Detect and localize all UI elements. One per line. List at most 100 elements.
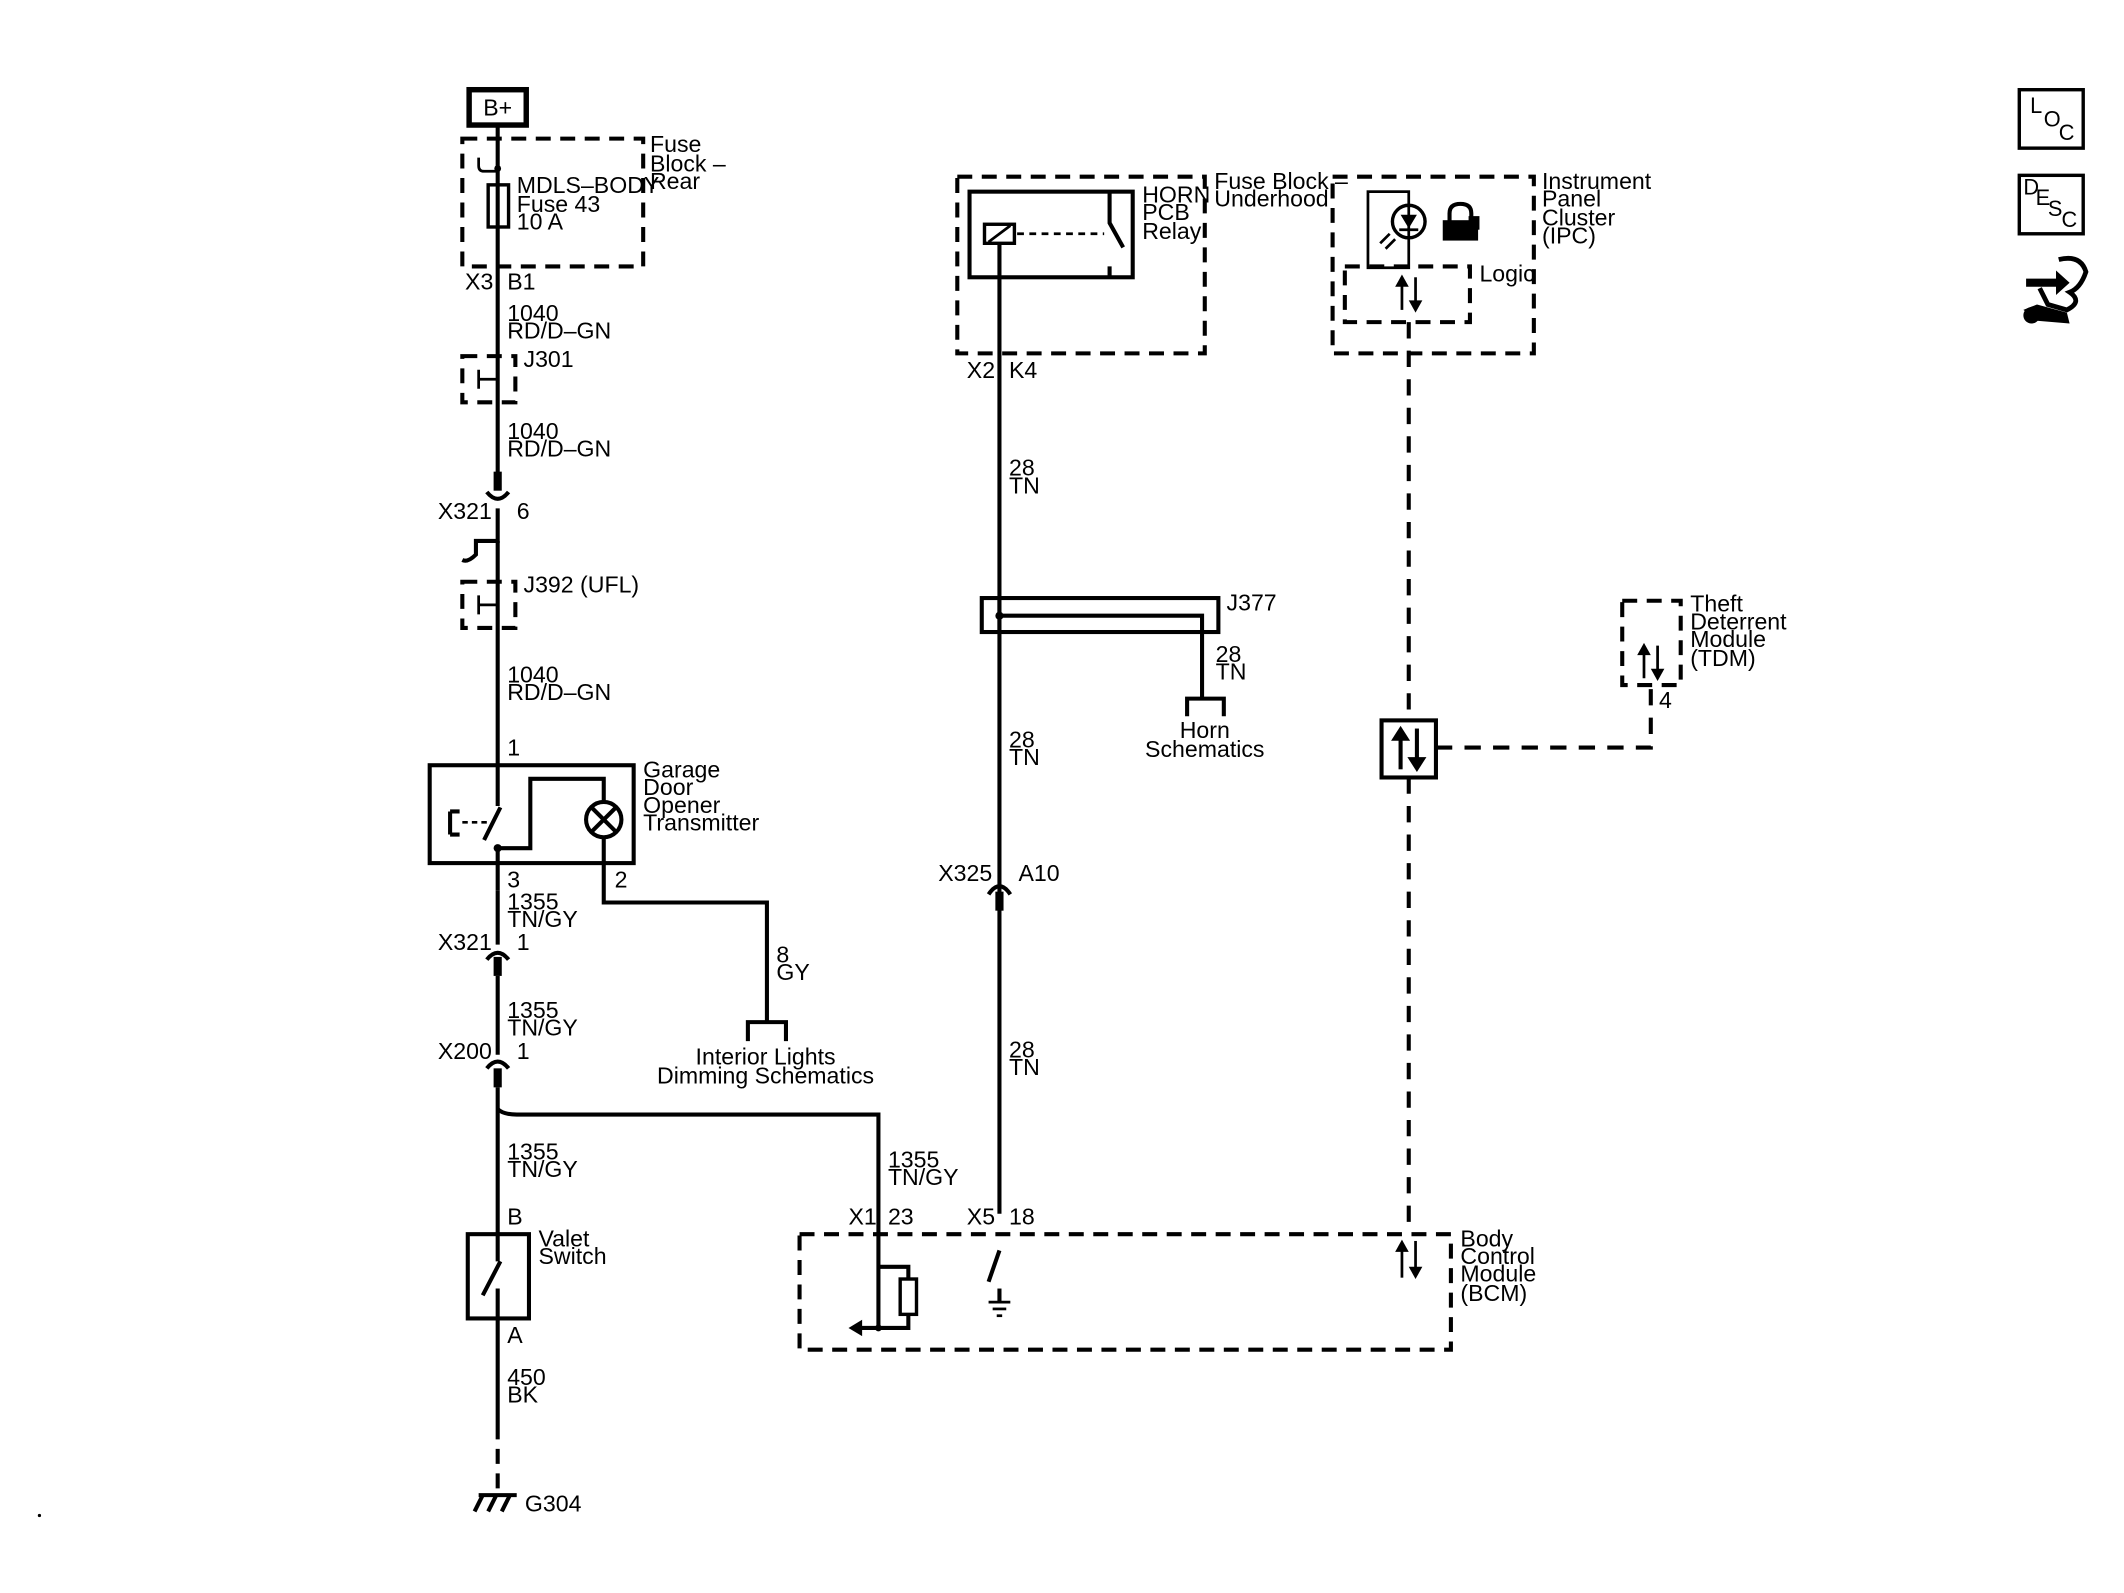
svg-text:Theft: Theft xyxy=(1690,591,1743,617)
wire-label-28-tn-a: 28 TN xyxy=(1009,455,1040,499)
svg-text:GY: GY xyxy=(776,959,809,985)
svg-text:Rear: Rear xyxy=(650,168,700,194)
svg-text:E: E xyxy=(2036,185,2051,210)
tdm-pin-label: 4 xyxy=(1659,687,1672,713)
connector-x325-icon xyxy=(986,884,1013,896)
interior-lights-ref-icon xyxy=(745,1020,789,1042)
connector-x321-a-icon xyxy=(485,490,511,501)
svg-text:28: 28 xyxy=(1216,641,1242,667)
battery-positive-terminal: B+ xyxy=(466,86,529,128)
bcm-data-arrows-icon xyxy=(1395,1239,1423,1280)
svg-text:RD/D–GN: RD/D–GN xyxy=(507,679,611,705)
padlock-icon xyxy=(1442,201,1480,241)
svg-text:Opener: Opener xyxy=(643,792,720,818)
svg-text:8: 8 xyxy=(776,941,789,967)
horn-relay-box xyxy=(967,189,1135,280)
loc-icon[interactable]: L O C xyxy=(2017,88,2085,150)
input-arrow-icon xyxy=(848,1319,863,1337)
svg-text:Module: Module xyxy=(1690,626,1766,652)
svg-text:L: L xyxy=(2030,93,2042,118)
connector-x200-name: X200 xyxy=(438,1038,492,1064)
svg-text:1355: 1355 xyxy=(888,1147,939,1173)
svg-text:1040: 1040 xyxy=(507,418,558,444)
horn-ref-label: Horn Schematics xyxy=(1145,717,1264,762)
wire-label-1040-a: 1040 RD/D–GN xyxy=(507,300,611,344)
fuse-connector-pin: B1 xyxy=(507,269,535,295)
ipc-data-arrows-icon xyxy=(1395,274,1423,313)
svg-text:MDLS–BODY: MDLS–BODY xyxy=(517,172,660,198)
svg-text:PCB: PCB xyxy=(1142,199,1190,225)
connector-x5-pin: 18 xyxy=(1009,1204,1035,1230)
svg-text:TN/GY: TN/GY xyxy=(507,1015,578,1041)
connector-x321-a-name: X321 xyxy=(438,498,492,524)
pushbutton-icon xyxy=(448,809,460,837)
relay-coil-icon xyxy=(982,222,1017,245)
bcm-ground-icon xyxy=(988,1288,1011,1318)
bcm-box xyxy=(797,1232,1453,1352)
valet-switch-pin-top: B xyxy=(507,1204,522,1230)
svg-text:C: C xyxy=(2059,120,2075,145)
svg-text:28: 28 xyxy=(1009,727,1035,753)
desc-icon[interactable]: D E S C xyxy=(2017,173,2085,236)
splice-j301-label: J301 xyxy=(524,346,574,372)
connector-x1-name: X1 xyxy=(849,1204,877,1230)
svg-text:Panel: Panel xyxy=(1542,186,1601,212)
svg-text:TN/GY: TN/GY xyxy=(507,1156,578,1182)
svg-text:O: O xyxy=(2044,106,2061,131)
bcm-label: Body Control Module (BCM) xyxy=(1460,1225,1536,1305)
svg-text:D: D xyxy=(2023,174,2039,199)
splice-j377-label: J377 xyxy=(1227,589,1277,615)
fuse-block-terminal-icon xyxy=(477,157,498,173)
garage-door-pin-lamp: 2 xyxy=(615,867,628,893)
valet-switch-label: Valet Switch xyxy=(538,1225,606,1269)
svg-text:Cluster: Cluster xyxy=(1542,205,1616,231)
wire-label-1355-c: 1355 TN/GY xyxy=(507,1138,578,1182)
svg-text:1355: 1355 xyxy=(507,997,558,1023)
interior-lights-ref-label: Interior Lights Dimming Schematics xyxy=(657,1043,874,1088)
splice-j392-label: J392 (UFL) xyxy=(524,572,640,598)
svg-text:Garage: Garage xyxy=(643,756,720,782)
connector-x321-b-icon xyxy=(485,950,511,961)
svg-text:Relay: Relay xyxy=(1142,218,1202,244)
garage-door-transmitter-box xyxy=(427,763,636,866)
svg-text:Control: Control xyxy=(1460,1243,1535,1269)
splice-j377-box xyxy=(979,596,1221,635)
wire-label-28-tn-c: 28 TN xyxy=(1009,1036,1040,1080)
garage-door-pin-in: 1 xyxy=(507,735,520,761)
connector-x321-a-pin: 6 xyxy=(517,498,530,524)
svg-text:Fuse Block –: Fuse Block – xyxy=(1214,168,1348,194)
fuse-connector-name: X3 xyxy=(465,269,493,295)
security-indicator-led-icon xyxy=(1379,203,1427,250)
splice-j301-box xyxy=(460,354,518,405)
wire-label-1355-b: 1355 TN/GY xyxy=(507,997,578,1041)
connector-wrench-icon[interactable] xyxy=(2023,255,2089,324)
serial-data-node-icon xyxy=(1379,718,1438,780)
svg-text:Schematics: Schematics xyxy=(1145,736,1264,762)
connector-x321-b-name: X321 xyxy=(438,929,492,955)
connector-x321-b-pin: 1 xyxy=(517,929,530,955)
wire-label-450-bk: 450 BK xyxy=(507,1364,546,1408)
chassis-ground-icon xyxy=(472,1493,517,1513)
tdm-label: Theft Deterrent Module (TDM) xyxy=(1690,591,1787,671)
svg-text:Switch: Switch xyxy=(538,1243,606,1269)
svg-text:1355: 1355 xyxy=(507,888,558,914)
svg-text:10 A: 10 A xyxy=(517,209,564,235)
svg-text:TN: TN xyxy=(1009,744,1040,770)
ipc-label: Instrument Panel Cluster (IPC) xyxy=(1542,168,1652,248)
ipc-logic-box xyxy=(1342,264,1472,325)
splice-j301-icon xyxy=(477,369,498,389)
connector-x2-pin: K4 xyxy=(1009,357,1037,383)
bcm-low-side-switch xyxy=(986,1249,1002,1283)
ipc-logic-label: Logic xyxy=(1479,260,1534,286)
svg-text:TN/GY: TN/GY xyxy=(888,1164,959,1190)
wire-label-28-tn-b: 28 TN xyxy=(1009,727,1040,771)
svg-text:1040: 1040 xyxy=(507,300,558,326)
wire-label-8-gy: 8 GY xyxy=(776,941,809,985)
svg-text:1040: 1040 xyxy=(507,661,558,687)
transmitter-lamp-icon xyxy=(584,799,624,840)
svg-text:C: C xyxy=(2061,207,2077,232)
svg-text:Fuse: Fuse xyxy=(650,131,701,157)
svg-text:Body: Body xyxy=(1460,1225,1513,1251)
horn-relay-label: HORN PCB Relay xyxy=(1142,182,1210,245)
